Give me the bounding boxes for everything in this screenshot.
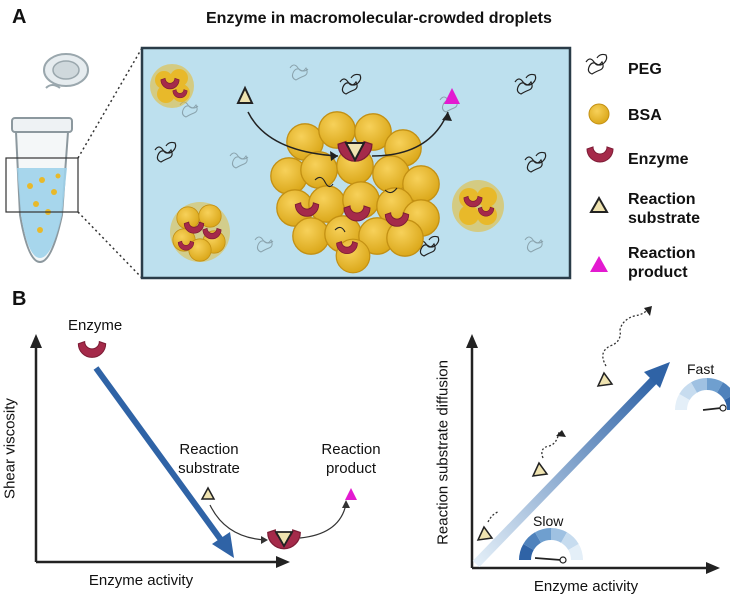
legend-bsa-label: BSA xyxy=(628,107,662,124)
zoom-line-top xyxy=(77,47,143,159)
bsa-icon xyxy=(588,103,610,125)
slow-gauge-icon xyxy=(519,528,583,564)
product-triangle-icon xyxy=(345,488,357,500)
left-substrate-label: Reaction substrate xyxy=(166,440,252,478)
legend-product-line1: Reaction xyxy=(628,245,696,262)
legend-enzyme-label: Enzyme xyxy=(628,151,689,168)
zoom-line-bottom xyxy=(77,211,143,279)
small-droplet xyxy=(170,202,230,262)
bound-substrate-icon xyxy=(344,142,366,163)
panel-label-b: B xyxy=(12,288,27,310)
small-droplet xyxy=(452,180,504,232)
arrow-substrate-in xyxy=(247,111,339,157)
left-y-axis-label: Shear viscosity xyxy=(1,398,19,499)
product-triangle-icon xyxy=(590,256,608,272)
peg-icon xyxy=(585,53,608,75)
enzyme-icon xyxy=(77,341,107,358)
substrate-triangle-icon xyxy=(589,195,609,213)
left-product-line2: product xyxy=(325,460,377,477)
legend-substrate-label: Reaction substrate xyxy=(628,190,700,228)
free-product-icon xyxy=(444,88,460,104)
substrate-triangle-icon xyxy=(531,461,549,477)
fast-label: Fast xyxy=(687,361,715,377)
legend-product-line2: product xyxy=(628,264,688,281)
slow-label: Slow xyxy=(533,513,564,529)
large-droplet xyxy=(270,111,440,274)
legend-substrate-line2: substrate xyxy=(628,210,701,227)
test-tube-icon xyxy=(5,53,89,264)
legend-substrate-line1: Reaction xyxy=(628,191,696,208)
left-product-line1: Reaction xyxy=(321,441,381,458)
left-substrate-line2: substrate xyxy=(178,460,240,477)
fast-gauge-icon xyxy=(675,378,730,412)
panel-a-title: Enzyme in macromolecular-crowded droplet… xyxy=(206,10,552,27)
left-enzyme-label: Enzyme xyxy=(68,317,123,334)
right-y-axis-label: Reaction substrate diffusion xyxy=(434,360,452,545)
small-droplet xyxy=(150,64,194,108)
substrate-triangle-icon xyxy=(200,486,216,500)
enzyme-icon xyxy=(586,146,614,163)
arrow-product-out xyxy=(371,111,449,157)
legend-product-label: Reaction product xyxy=(628,244,696,282)
panel-label-a: A xyxy=(12,6,27,28)
right-plot xyxy=(466,306,730,574)
left-product-label: Reaction product xyxy=(308,440,394,478)
left-x-axis-label: Enzyme activity xyxy=(88,572,194,589)
left-plot xyxy=(30,334,357,568)
right-x-axis-label: Enzyme activity xyxy=(533,578,639,595)
legend-peg-label: PEG xyxy=(628,61,662,78)
left-substrate-line1: Reaction xyxy=(179,441,239,458)
substrate-triangle-icon xyxy=(596,371,614,387)
diffusion-arrow xyxy=(472,374,660,568)
substrate-triangle-icon xyxy=(476,525,494,541)
free-substrate-icon xyxy=(236,85,254,104)
viscosity-arrow xyxy=(93,366,227,546)
